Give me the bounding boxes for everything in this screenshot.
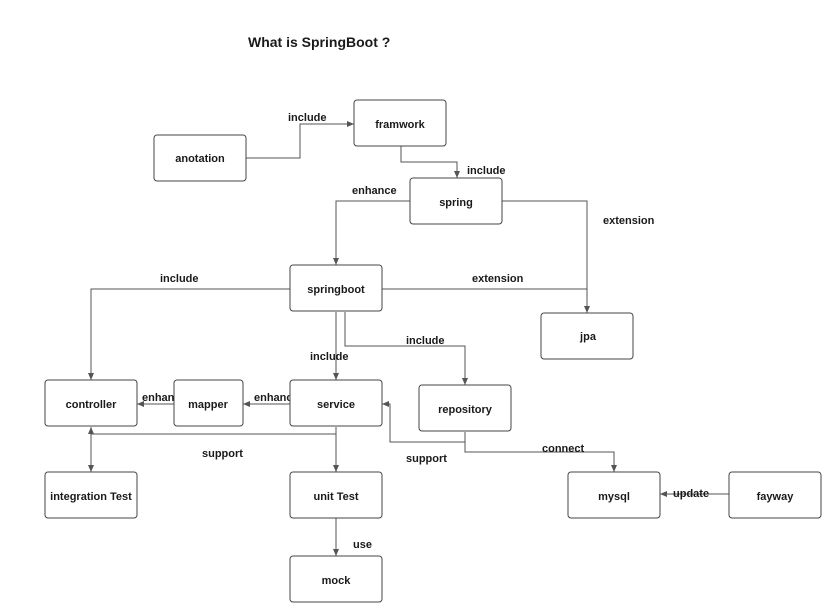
node-service-label: service — [317, 399, 355, 411]
edge-repository-service-support — [382, 401, 466, 443]
node-repository-label: repository — [438, 404, 493, 416]
edge-label-repository-mysql: connect — [542, 443, 585, 455]
edge-label-service-mapper: enhance — [254, 392, 299, 404]
node-fayway: fayway — [728, 471, 822, 519]
node-controller-label: controller — [66, 399, 117, 411]
edge-label-spring-jpa: extension — [603, 215, 655, 227]
node-unit-test: unit Test — [289, 471, 383, 519]
edge-label-springboot-jpa: extension — [472, 273, 524, 285]
edge-label-framwork-spring: include — [467, 165, 506, 177]
edge-spring-jpa — [502, 200, 590, 313]
edge-repository-mysql — [464, 442, 617, 472]
node-springboot-label: springboot — [307, 284, 365, 296]
diagram-title: What is SpringBoot ? — [248, 34, 390, 50]
node-mock: mock — [289, 555, 383, 603]
node-mapper: mapper — [173, 379, 244, 427]
edge-label-springboot-service: include — [310, 351, 349, 363]
node-springboot: springboot — [289, 264, 383, 312]
node-unit-test-label: unit Test — [313, 491, 358, 503]
node-service: service — [289, 379, 383, 427]
node-jpa: jpa — [540, 312, 634, 360]
edge-label-anotation-framwork: include — [288, 112, 327, 124]
node-spring-label: spring — [439, 197, 473, 209]
node-fayway-label: fayway — [757, 491, 795, 503]
edge-label-spring-springboot: enhance — [352, 185, 397, 197]
edge-label-repository-service-support: support — [406, 453, 447, 465]
edge-framwork-spring — [400, 146, 460, 178]
node-mapper-label: mapper — [188, 399, 228, 411]
edge-label-controller-tests-support: support — [202, 448, 243, 460]
node-anotation: anotation — [153, 134, 247, 182]
edge-label-unittest-mock: use — [353, 539, 372, 551]
node-integration-test-label: integration Test — [50, 491, 132, 503]
edge-label-fayway-mysql: update — [673, 488, 709, 500]
node-integration-test: integration Test — [44, 471, 138, 519]
node-mysql: mysql — [567, 471, 661, 519]
edge-label-springboot-controller: include — [160, 273, 199, 285]
node-repository: repository — [418, 384, 512, 432]
edge-spring-springboot — [333, 200, 410, 265]
node-framwork-label: framwork — [375, 119, 425, 131]
edge-anotation-framwork — [246, 121, 354, 159]
node-anotation-label: anotation — [175, 153, 225, 165]
node-jpa-label: jpa — [579, 331, 597, 343]
node-spring: spring — [409, 177, 503, 225]
node-framwork: framwork — [353, 99, 447, 147]
node-mock-label: mock — [322, 575, 352, 587]
edge-springboot-repository — [344, 312, 468, 385]
node-controller: controller — [44, 379, 138, 427]
edge-label-springboot-repository: include — [406, 335, 445, 347]
node-mysql-label: mysql — [598, 491, 630, 503]
edge-springboot-controller — [88, 288, 290, 380]
